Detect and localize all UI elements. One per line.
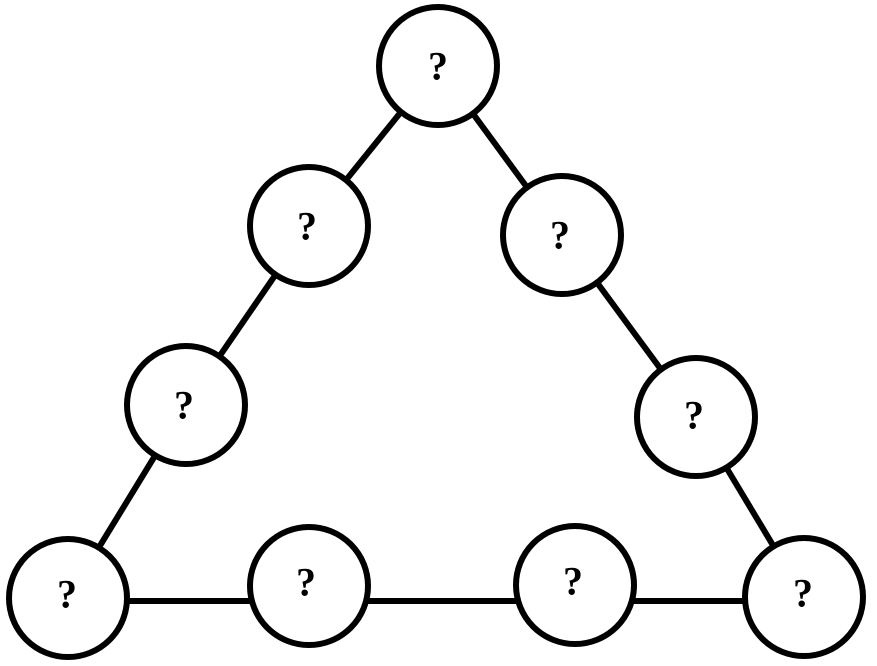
node-bottom-mid-right: ? (513, 523, 637, 647)
node-bottom-left-corner-circle (6, 536, 130, 660)
node-left-lower: ? (124, 343, 248, 467)
node-left-upper-circle (247, 164, 371, 288)
node-bottom-right-corner-label: ? (793, 571, 813, 616)
node-bottom-mid-left-circle (247, 524, 371, 648)
node-right-upper: ? (500, 173, 624, 297)
node-bottom-right-corner-circle (742, 535, 866, 659)
node-bottom-left-corner: ? (6, 536, 130, 660)
node-bottom-mid-left-label: ? (296, 560, 316, 605)
node-bottom-mid-right-circle (513, 523, 637, 647)
node-left-upper: ? (247, 164, 371, 288)
node-right-upper-label: ? (550, 213, 570, 258)
node-right-lower-label: ? (684, 393, 704, 438)
node-right-lower-circle (634, 355, 758, 479)
node-bottom-mid-left: ? (247, 524, 371, 648)
node-right-upper-circle (500, 173, 624, 297)
edges (65, 64, 807, 604)
node-bottom-mid-right-label: ? (563, 559, 583, 604)
node-bottom-right-corner: ? (742, 535, 866, 659)
node-left-lower-label: ? (174, 383, 194, 428)
node-left-lower-circle (124, 343, 248, 467)
node-left-upper-label: ? (297, 204, 317, 249)
node-apex: ? (376, 4, 500, 128)
node-apex-circle (376, 4, 500, 128)
node-apex-label: ? (428, 44, 448, 89)
node-bottom-left-corner-label: ? (57, 572, 77, 617)
node-right-lower: ? (634, 355, 758, 479)
